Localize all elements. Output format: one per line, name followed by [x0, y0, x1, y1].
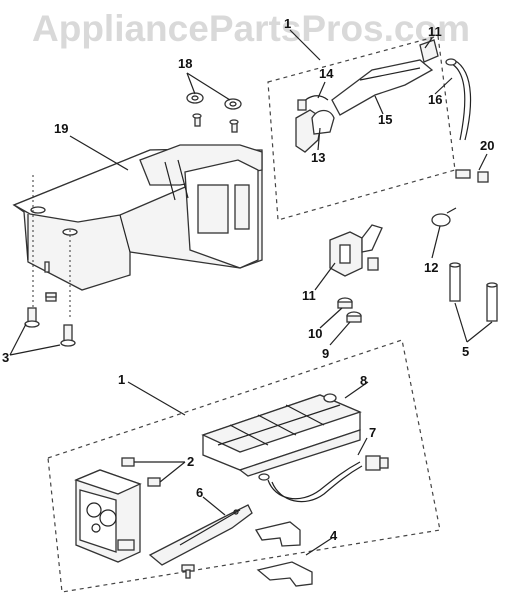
callout-16: 16 — [428, 92, 442, 107]
callout-5: 5 — [462, 344, 469, 359]
callout-18: 18 — [178, 56, 192, 71]
part-14-heater-wire — [297, 95, 329, 111]
lower-group-boundary — [47, 339, 441, 593]
callout-11-upper: 11 — [428, 24, 442, 39]
callout-8: 8 — [360, 373, 367, 388]
part-9-fitting — [346, 311, 362, 323]
part-12-clamp — [431, 207, 457, 227]
callout-13: 13 — [311, 150, 325, 165]
callout-6: 6 — [196, 485, 203, 500]
callout-7: 7 — [369, 425, 376, 440]
callout-12: 12 — [424, 260, 438, 275]
part-16-water-tube — [445, 58, 472, 141]
part-4-brackets — [254, 521, 313, 587]
part-15-fill-tube-bracket — [331, 59, 434, 116]
part-13-fill-cup — [295, 109, 335, 153]
callout-15: 15 — [378, 112, 392, 127]
part-5-tubes — [449, 262, 498, 322]
part-20-sensor — [455, 169, 489, 183]
callout-19: 19 — [54, 121, 68, 136]
callout-14: 14 — [319, 66, 334, 81]
part-1-control-box — [74, 469, 142, 563]
callout-9: 9 — [322, 346, 329, 361]
callout-3: 3 — [2, 350, 9, 365]
part-11-water-valve — [329, 224, 383, 277]
part-7-wire-harness — [258, 455, 389, 503]
callout-2: 2 — [187, 454, 194, 469]
callout-4: 4 — [330, 528, 338, 543]
leader-lines — [9, 29, 493, 556]
callout-1-upper: 1 — [284, 16, 291, 31]
callout-1-lower: 1 — [118, 372, 125, 387]
part-18-grommets-and-screws — [186, 92, 242, 133]
part-3-screws-upper — [24, 175, 76, 347]
callout-20: 20 — [480, 138, 494, 153]
part-6-ejector-arm — [148, 504, 253, 566]
callout-10: 10 — [308, 326, 322, 341]
part-10-nut — [337, 297, 353, 309]
watermark: AppliancePartsPros.com — [32, 8, 470, 49]
part-8-ice-mold — [201, 393, 362, 477]
part-19-ice-bucket-housing — [12, 144, 263, 291]
callout-11-valve: 11 — [302, 288, 316, 303]
part-3-screw-lower — [181, 564, 195, 579]
